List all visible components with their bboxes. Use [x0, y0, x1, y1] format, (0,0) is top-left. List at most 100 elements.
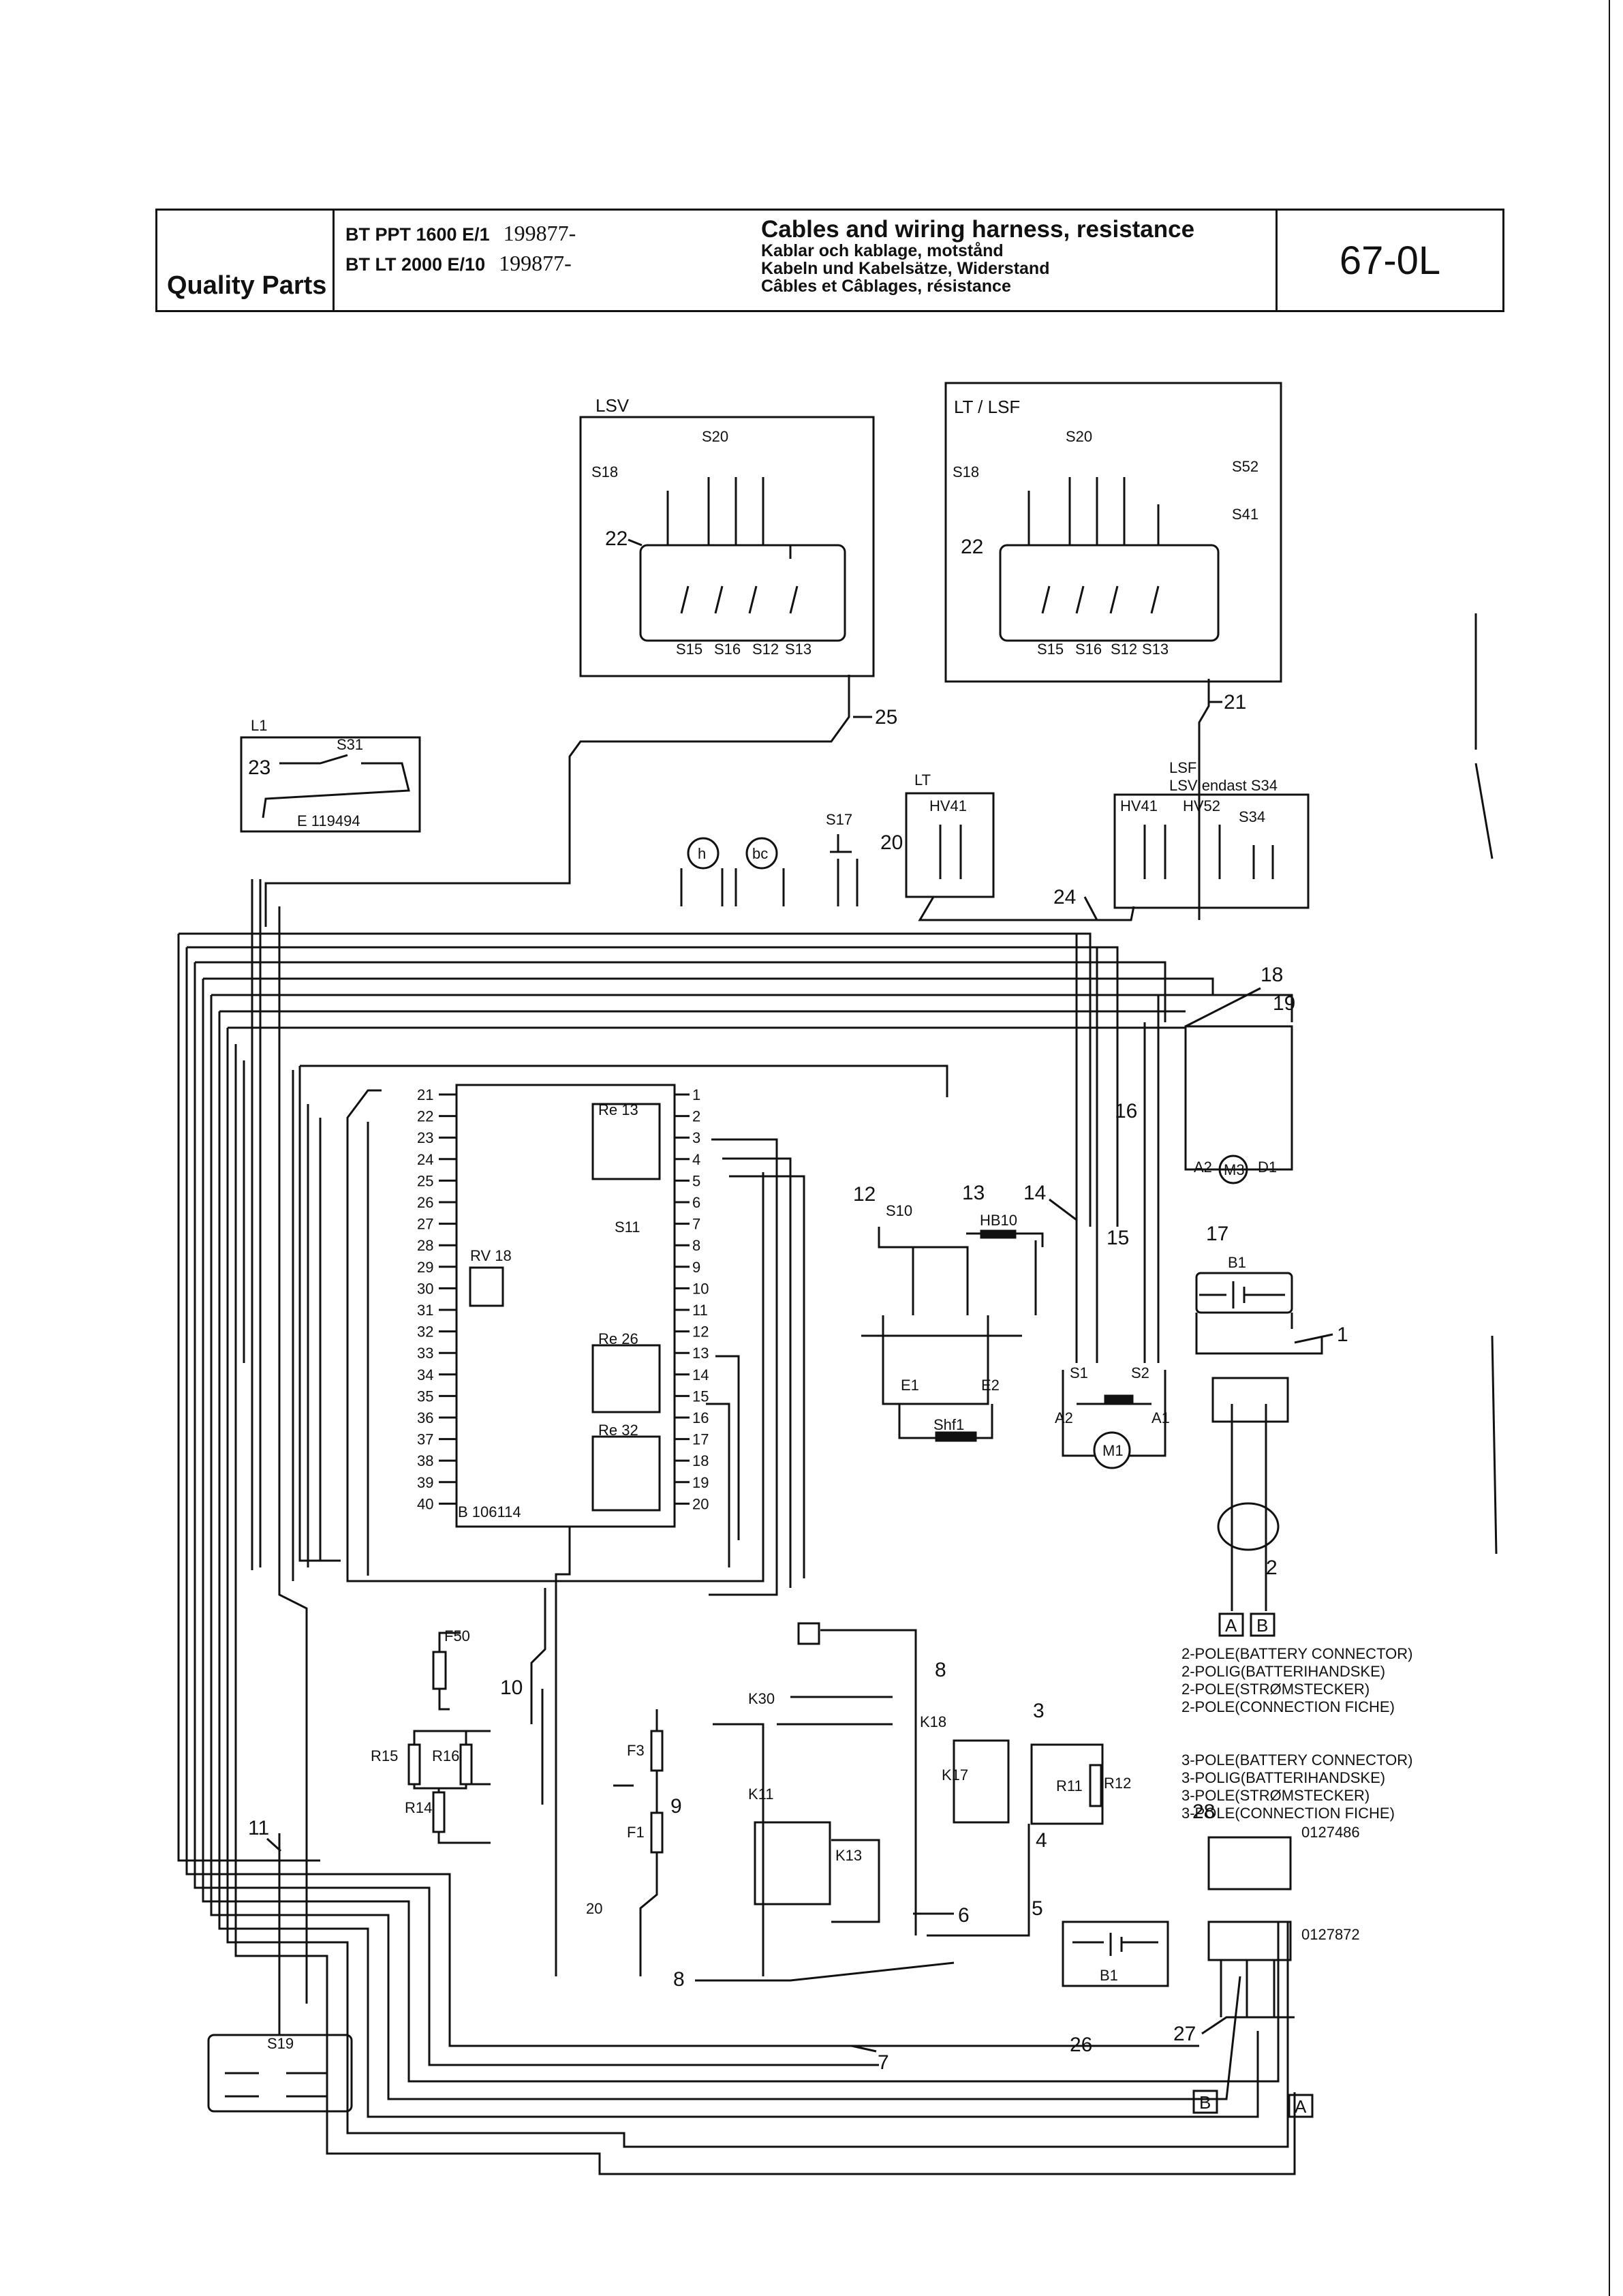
re32-label: Re 32	[598, 1422, 638, 1439]
terminal-left-32: 32	[417, 1323, 433, 1341]
terminal-left-38: 38	[417, 1452, 433, 1469]
subtitle-de: Kabeln und Kabelsätze, Widerstand	[761, 259, 1050, 278]
m1-motor-icon	[1093, 1431, 1131, 1469]
s18-label: S18	[591, 463, 618, 480]
terminal-left-36: 36	[417, 1409, 433, 1426]
s12-label-2: S12	[1111, 641, 1137, 658]
s19-switch-box: S19	[207, 1833, 353, 2113]
binding-edge	[1474, 0, 1610, 2296]
callout-15: 15	[1107, 1227, 1129, 1249]
two-pole-note-2: 2-POLIG(BATTERIHANDSKE)	[1181, 1663, 1385, 1680]
a2-label-m3: A2	[1194, 1159, 1212, 1176]
terminal-right-7: 7	[692, 1216, 700, 1233]
s19-label: S19	[267, 2035, 294, 2052]
b1-label-2: B1	[1100, 1967, 1118, 1984]
s17-label: S17	[826, 811, 852, 828]
cable-25	[264, 675, 850, 927]
terminal-left-34: 34	[417, 1366, 433, 1383]
lt-title: LT	[914, 771, 931, 789]
two-pole-note-4: 2-POLE(CONNECTION FICHE)	[1181, 1698, 1395, 1715]
s52-label: S52	[1232, 458, 1258, 475]
bc-label: bc	[752, 845, 768, 862]
callout-10: 10	[500, 1677, 523, 1699]
terminal-left-29: 29	[417, 1259, 433, 1276]
title-cell: Cables and wiring harness, resistance Ka…	[757, 211, 1278, 310]
callout-14: 14	[1023, 1182, 1046, 1204]
r16-label: R16	[432, 1747, 459, 1764]
callout-27: 27	[1173, 2023, 1196, 2045]
hb10-label: HB10	[980, 1212, 1017, 1229]
e1-label: E1	[901, 1377, 919, 1394]
s20-label-2: S20	[1066, 428, 1092, 445]
bc-gauge-icon	[745, 837, 778, 870]
lt-lsf-switch-box: LT / LSF S20 S18 S52 S41 S15 S16 S12 S13…	[944, 382, 1282, 683]
controller-unit: Re 13 S11 RV 18 Re 26 Re 32 B 106114	[298, 1066, 805, 1976]
k11-label: K11	[748, 1786, 774, 1803]
d1-label: D1	[1258, 1159, 1277, 1176]
m3-motor-box: 18 19 M3 A2 D1	[1184, 964, 1295, 1184]
callout-21: 21	[1224, 691, 1246, 714]
terminal-right-6: 6	[692, 1194, 700, 1211]
page-code: 67-0L	[1339, 238, 1441, 283]
s41-label: S41	[1232, 506, 1258, 523]
terminal-left-22: 22	[417, 1108, 433, 1125]
terminal-right-5: 5	[692, 1172, 700, 1189]
callout-25: 25	[875, 706, 897, 729]
terminal-left-21: 21	[417, 1086, 433, 1103]
l1-code: E 119494	[297, 812, 360, 829]
port-b-2: B	[1199, 2092, 1211, 2113]
port-a: A	[1225, 1615, 1237, 1636]
terminal-left-33: 33	[417, 1345, 433, 1362]
callout-20: 20	[880, 831, 903, 854]
terminal-left-40: 40	[417, 1495, 433, 1512]
m3-motor-icon	[1218, 1154, 1248, 1184]
terminal-left-23: 23	[417, 1129, 433, 1146]
callout-20b: 20	[586, 1900, 602, 1917]
terminal-right-15: 15	[692, 1388, 709, 1405]
lt-lsf-title: LT / LSF	[954, 397, 1020, 417]
callout-11: 11	[248, 1817, 269, 1839]
hv41-label-2: HV41	[1120, 797, 1158, 814]
harness-bundle	[177, 879, 1296, 2175]
terminal-right-20: 20	[692, 1495, 709, 1512]
callout-2: 2	[1266, 1557, 1278, 1579]
part-number-2: 0127872	[1301, 1926, 1360, 1943]
callout-22: 22	[605, 527, 628, 550]
terminal-right-14: 14	[692, 1366, 709, 1383]
callout-24: 24	[1053, 886, 1076, 908]
cable-21	[1198, 679, 1210, 920]
callout-17: 17	[1206, 1223, 1228, 1245]
callout-8: 8	[935, 1659, 946, 1681]
callout-28: 28	[1192, 1801, 1215, 1823]
terminal-left-35: 35	[417, 1388, 433, 1405]
terminal-left-37: 37	[417, 1431, 433, 1448]
s1-label: S1	[1070, 1364, 1088, 1381]
hv52-label: HV52	[1183, 797, 1220, 814]
terminal-right-2: 2	[692, 1108, 700, 1125]
terminal-right-12: 12	[692, 1323, 709, 1341]
s16-label: S16	[714, 641, 741, 658]
s2-label: S2	[1131, 1364, 1149, 1381]
terminal-right-1: 1	[692, 1086, 700, 1103]
callout-16: 16	[1115, 1100, 1137, 1122]
lsv-title: LSV	[596, 395, 630, 416]
two-pole-note-1: 2-POLE(BATTERY CONNECTOR)	[1181, 1645, 1412, 1662]
three-pole-note-4: 3-POLE(CONNECTION FICHE)	[1181, 1805, 1395, 1822]
callout-19: 19	[1273, 992, 1295, 1015]
three-pole-note-1: 3-POLE(BATTERY CONNECTOR)	[1181, 1751, 1412, 1769]
r15-label: R15	[371, 1747, 398, 1764]
ctrl-code: B 106114	[458, 1503, 521, 1520]
lsv-switch-box: LSV S20 S18 S15 S16 S12 S13 22	[579, 395, 875, 677]
b1-label: B1	[1228, 1254, 1246, 1271]
k13-label: K13	[835, 1847, 862, 1864]
terminal-right-8: 8	[692, 1237, 700, 1254]
s11-label: S11	[615, 1219, 640, 1236]
terminal-right-10: 10	[692, 1280, 709, 1297]
k18-label: K18	[920, 1713, 946, 1730]
indicator-row: h bc S17 LT HV41 20 LSF LSV endast S34 H…	[680, 759, 1310, 921]
l1-box: L1 S31 E 119494 23	[240, 717, 421, 833]
callout-12: 12	[853, 1183, 876, 1206]
k30-label: K30	[748, 1690, 775, 1707]
terminal-left-30: 30	[417, 1280, 433, 1297]
